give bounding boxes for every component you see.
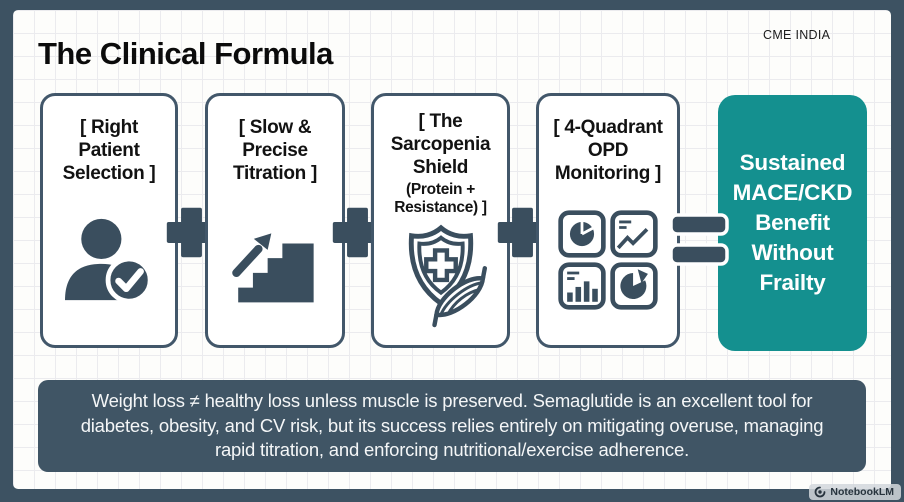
card-sublabel-line: (Protein + xyxy=(406,181,475,199)
card-label-line: Sarcopenia xyxy=(390,133,491,155)
result-line: Benefit xyxy=(755,210,830,236)
card-label-line: Precise xyxy=(242,139,308,161)
plus-icon xyxy=(163,204,220,261)
card-label-line: Titration ] xyxy=(233,162,317,184)
card-slow-precise-titration: [ Slow & Precise Titration ] xyxy=(205,93,345,348)
plus-icon xyxy=(494,204,551,261)
card-label: [ Right Patient Selection ] xyxy=(63,117,156,185)
footer-note: Weight loss ≠ healthy loss unless muscle… xyxy=(38,380,866,472)
card-label: [ The Sarcopenia Shield xyxy=(390,111,491,179)
result-line: MACE/CKD xyxy=(732,180,853,206)
result-line: Frailty xyxy=(759,269,826,295)
result-line: Without xyxy=(751,239,834,265)
card-label-line: [ The xyxy=(418,111,463,132)
stairs-growth-icon xyxy=(208,185,342,345)
slide-canvas: The Clinical Formula CME INDIA [ Right P… xyxy=(13,10,891,489)
card-sublabel: (Protein + Resistance) ] xyxy=(394,181,487,217)
card-label: [ 4-Quadrant OPD Monitoring ] xyxy=(553,117,663,185)
card-opd-monitoring: [ 4-Quadrant OPD Monitoring ] xyxy=(536,93,680,348)
patient-check-icon xyxy=(43,185,175,345)
card-label-line: [ Right xyxy=(79,117,139,138)
card-label-line: Selection ] xyxy=(62,162,156,184)
result-line: Sustained xyxy=(739,150,846,176)
footer-text: Weight loss ≠ healthy loss unless muscle… xyxy=(80,390,824,461)
notebooklm-watermark: NotebookLM xyxy=(809,484,901,500)
card-label-line: Patient xyxy=(78,139,140,161)
brand-label: CME INDIA xyxy=(763,28,831,42)
page-title: The Clinical Formula xyxy=(38,36,333,71)
shield-muscle-icon xyxy=(374,217,507,345)
card-sarcopenia-shield: [ The Sarcopenia Shield (Protein + Resis… xyxy=(371,93,510,348)
charts-grid-icon xyxy=(539,185,677,345)
notebooklm-logo-icon xyxy=(815,486,826,498)
equals-icon xyxy=(668,212,730,268)
card-sublabel-line: Resistance) ] xyxy=(394,199,487,217)
card-label-line: [ 4-Quadrant xyxy=(553,117,663,138)
card-right-patient-selection: [ Right Patient Selection ] xyxy=(40,93,178,348)
plus-icon xyxy=(329,204,386,261)
watermark-label: NotebookLM xyxy=(830,486,894,498)
card-label-line: OPD xyxy=(587,139,629,161)
result-box: Sustained MACE/CKD Benefit Without Frail… xyxy=(718,95,867,351)
card-label-line: Monitoring ] xyxy=(554,162,662,184)
card-label-line: Shield xyxy=(412,156,469,178)
card-label: [ Slow & Precise Titration ] xyxy=(233,117,317,185)
card-label-line: [ Slow & xyxy=(238,117,312,138)
